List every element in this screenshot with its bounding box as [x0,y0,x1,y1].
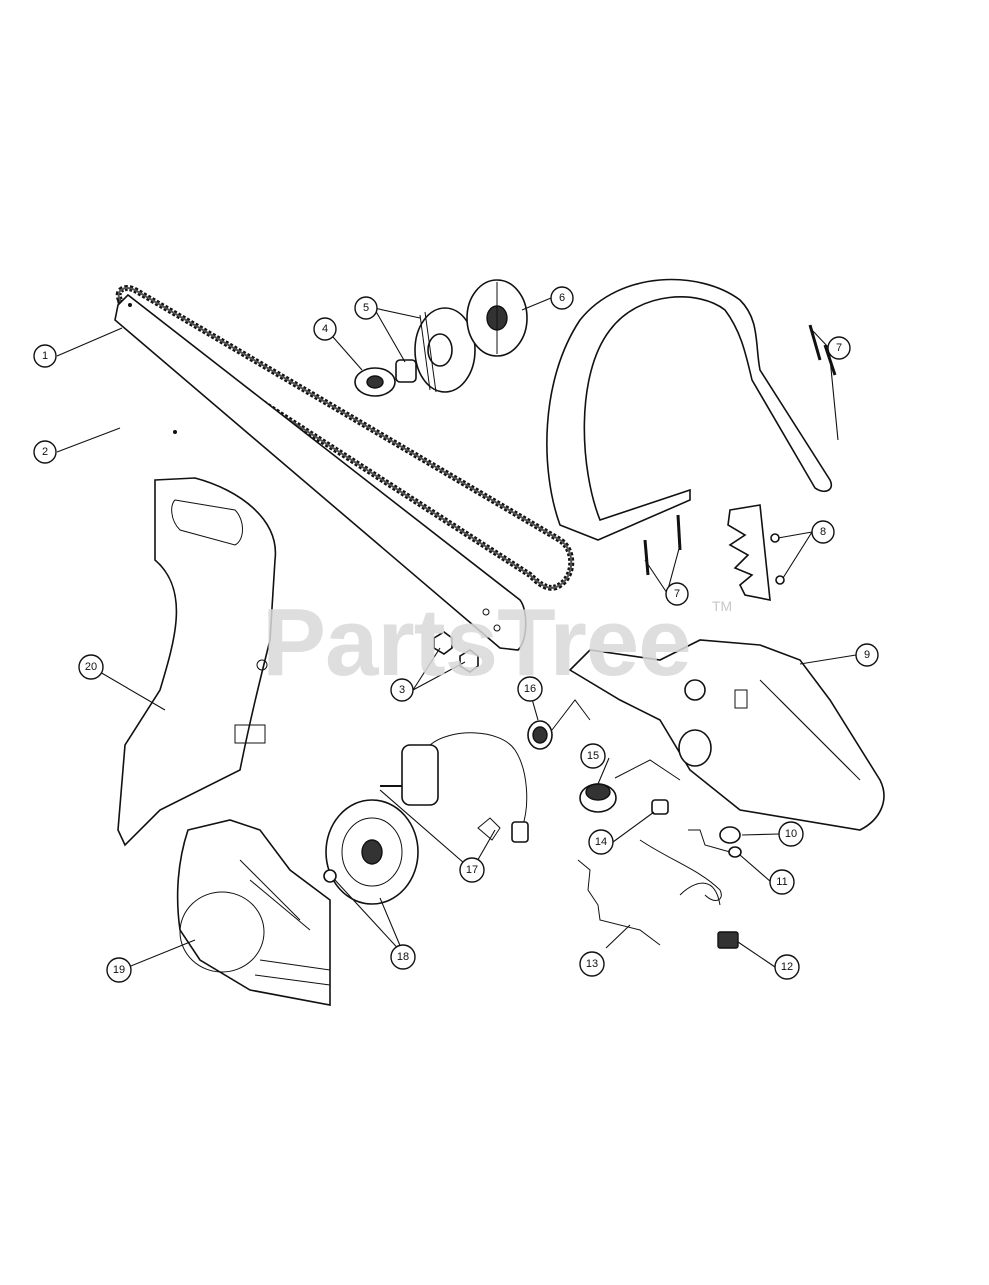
starter-housing[interactable] [176,819,331,1006]
svg-text:20: 20 [85,661,97,673]
fuel-cap[interactable] [579,759,681,813]
svg-text:18: 18 [397,951,409,963]
svg-text:15: 15 [587,750,599,762]
callout-15[interactable]: 15 [580,743,606,769]
clutch-cover[interactable] [466,279,528,357]
svg-text:4: 4 [322,323,328,335]
callout-6[interactable]: 6 [550,286,574,310]
callout-7-lower[interactable]: 7 [665,582,689,606]
svg-text:7: 7 [836,342,842,354]
callout-20[interactable]: 20 [78,654,104,680]
svg-text:7: 7 [674,588,680,600]
saw-chain[interactable] [115,285,575,591]
front-handle[interactable] [546,278,837,576]
callout-10[interactable]: 10 [778,821,804,847]
callout-19[interactable]: 19 [106,957,132,983]
bumper-spike[interactable] [727,504,785,601]
sprocket[interactable] [354,367,396,397]
bar-nuts[interactable] [433,631,479,673]
callout-2[interactable]: 2 [33,440,57,464]
leader-lines [56,297,857,971]
clutch-drum[interactable] [395,307,476,393]
svg-text:13: 13 [586,958,598,970]
svg-text:6: 6 [559,292,565,304]
engine-housing[interactable] [568,639,885,831]
callout-18[interactable]: 18 [390,944,416,970]
trademark-symbol: TM [712,598,733,614]
small-plug[interactable] [651,799,669,815]
flywheel[interactable] [323,799,419,905]
svg-text:12: 12 [781,961,793,973]
knob-part[interactable] [719,826,741,844]
callout-4[interactable]: 4 [313,317,337,341]
ignition-module[interactable] [380,732,529,843]
svg-text:14: 14 [595,836,607,848]
callout-8[interactable]: 8 [811,520,835,544]
switch-rod[interactable] [688,829,742,858]
callout-14[interactable]: 14 [588,829,614,855]
svg-text:11: 11 [776,876,787,888]
callout-3[interactable]: 3 [390,678,414,702]
callout-7-upper[interactable]: 7 [827,336,851,360]
callout-16[interactable]: 16 [517,676,543,702]
svg-text:5: 5 [363,302,369,314]
callout-5[interactable]: 5 [354,296,378,320]
callout-11[interactable]: 11 [769,869,795,895]
callout-12[interactable]: 12 [774,954,800,980]
callout-1[interactable]: 1 [33,344,57,368]
svg-text:3: 3 [399,684,405,696]
svg-text:9: 9 [864,649,870,661]
svg-text:16: 16 [524,683,536,695]
svg-text:8: 8 [820,526,826,538]
callout-13[interactable]: 13 [579,951,605,977]
svg-text:2: 2 [42,446,48,458]
oil-cap[interactable] [527,699,591,750]
wire-spring[interactable] [577,859,661,946]
sprocket-cover[interactable] [117,477,277,847]
svg-text:17: 17 [466,864,478,876]
svg-text:10: 10 [785,828,797,840]
callout-9[interactable]: 9 [855,643,879,667]
svg-text:19: 19 [113,964,125,976]
callout-17[interactable]: 17 [459,857,485,883]
svg-text:1: 1 [42,350,48,362]
partstree-watermark: PartsTree [262,589,692,696]
guide-bar[interactable] [114,293,527,651]
switch-wiring[interactable] [639,839,739,949]
